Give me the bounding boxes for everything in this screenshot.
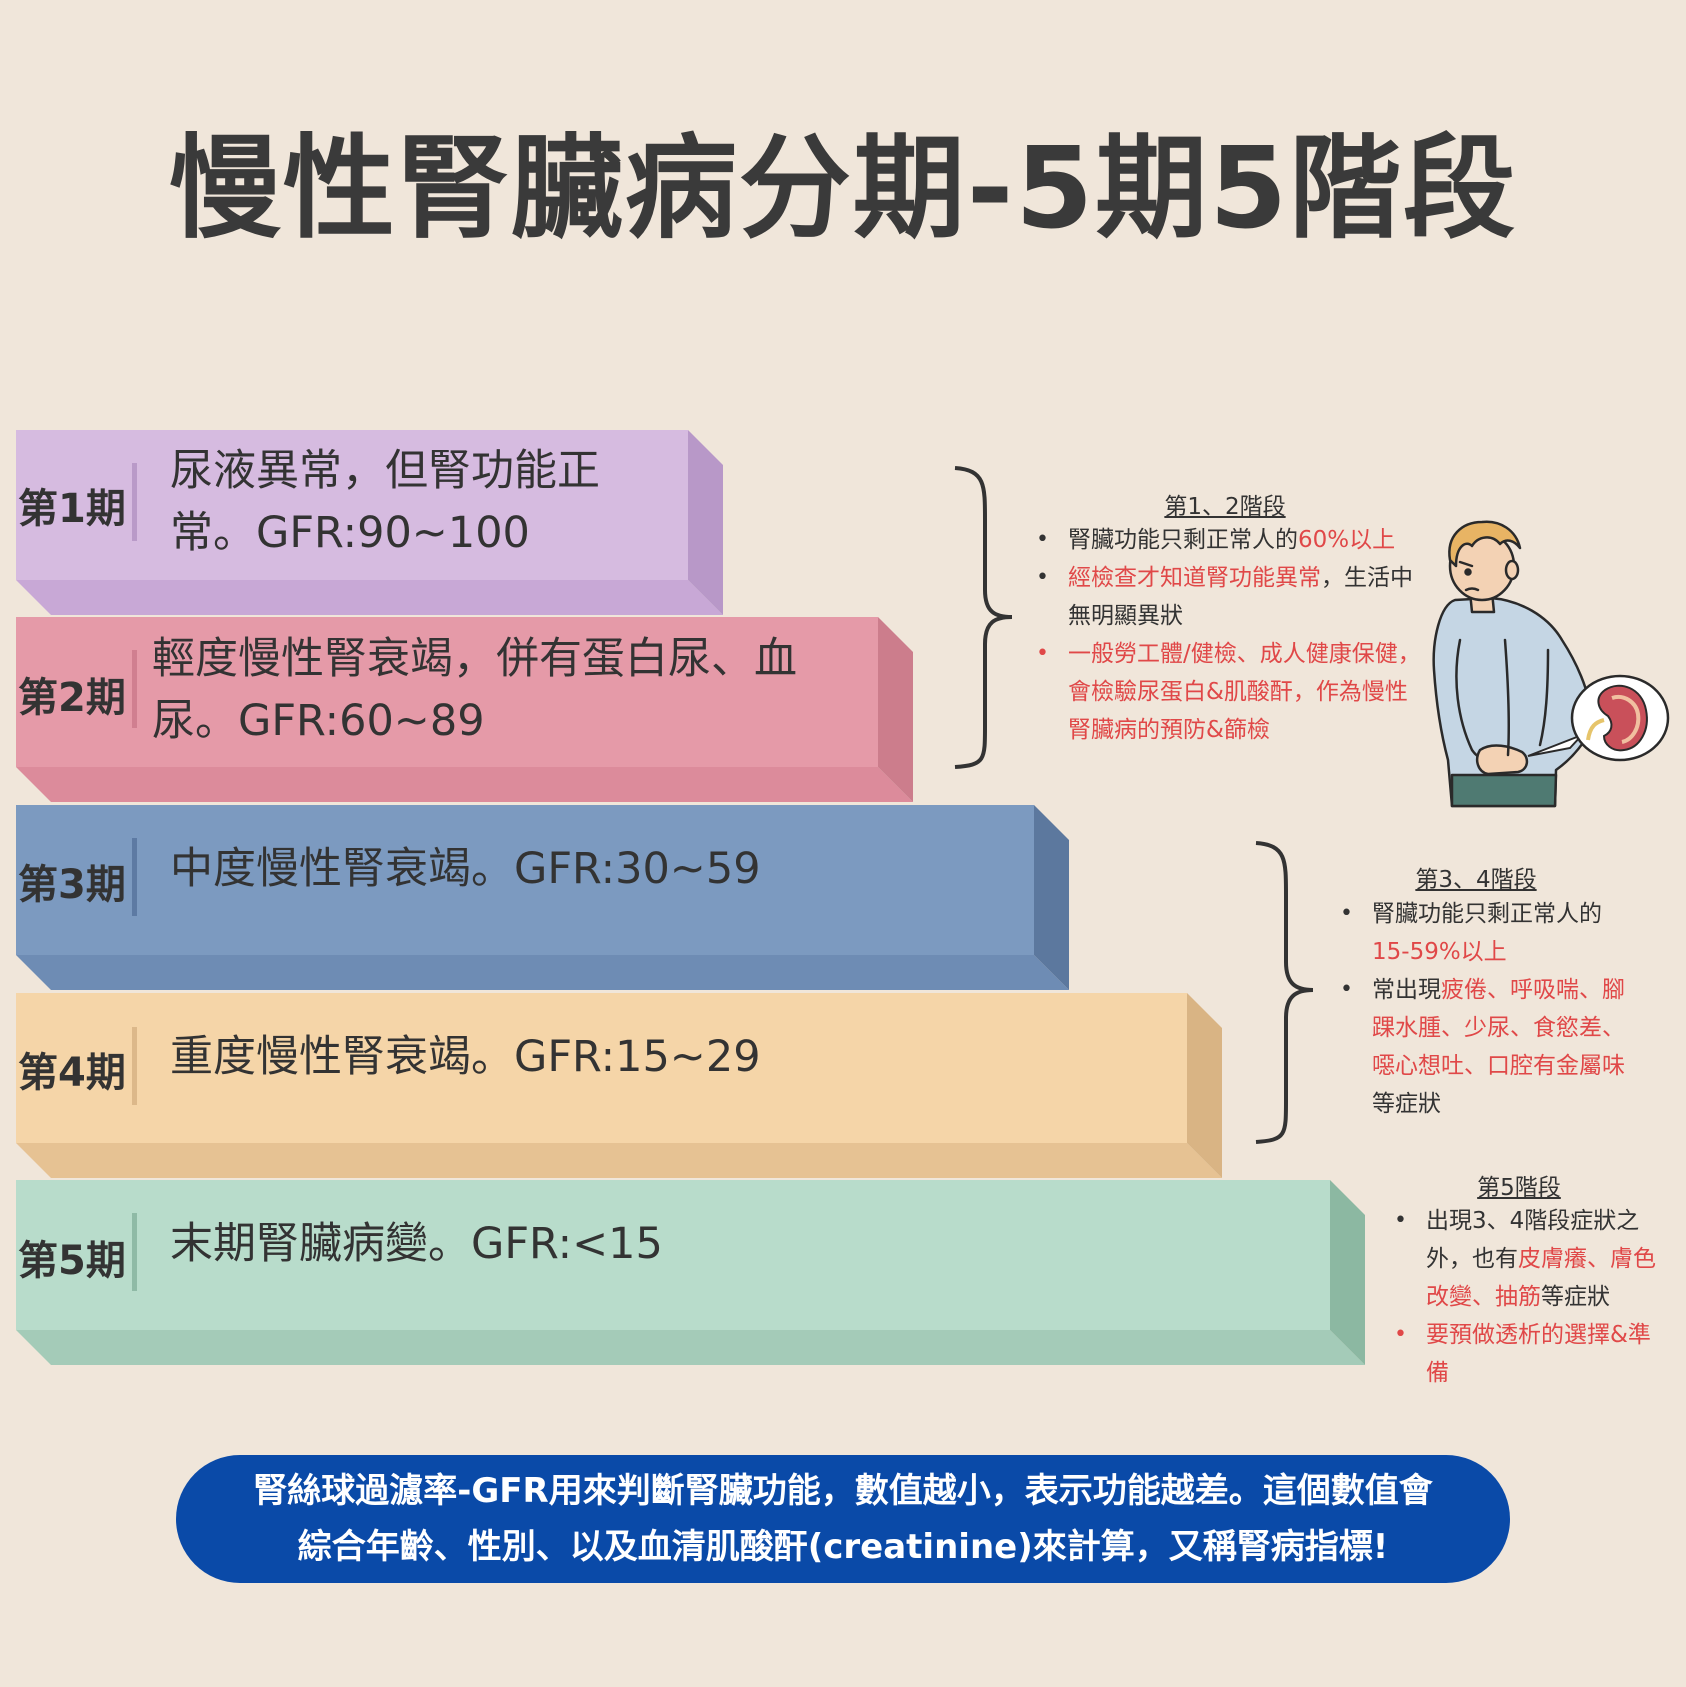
step-2-divider — [132, 650, 137, 728]
person-back-pain-illustration — [1432, 520, 1594, 808]
stage-5-title: 第5階段 — [1477, 1175, 1561, 1201]
step-block-5-front — [16, 1180, 1330, 1330]
step-1-label: 第1期 — [18, 486, 126, 532]
stage-1-2-item-3: 一般勞工體/健檢、成人健康保健，會檢驗尿蛋白&肌酸酐，作為慢性腎臟病的預防&篩檢 — [1032, 635, 1422, 749]
brace-stages-3-4 — [1255, 841, 1314, 1144]
step-block-4-bottom — [16, 1143, 1222, 1178]
stage-1-2-list: 腎臟功能只剩正常人的60%以上 經檢查才知道腎功能異常，生活中無明顯異狀 一般勞… — [1032, 521, 1422, 749]
stage-5-item-2: 要預做透析的選擇&準備 — [1390, 1316, 1660, 1392]
stage-1-2-item-2: 經檢查才知道腎功能異常，生活中無明顯異狀 — [1032, 559, 1422, 635]
step-5-desc: 末期腎臟病變。GFR:<15 — [170, 1219, 663, 1269]
step-block-4-front — [16, 993, 1187, 1143]
step-2-label: 第2期 — [18, 675, 126, 721]
step-block-1-front — [16, 430, 688, 580]
gfr-explanation-banner: 腎絲球過濾率-GFR用來判斷腎臟功能，數值越小，表示功能越差。這個數值會 綜合年… — [176, 1455, 1510, 1583]
step-2-desc: 輕度慢性腎衰竭，併有蛋白尿、血尿。GFR:60~89 — [152, 634, 797, 746]
stage-5-item-1: 出現3、4階段症狀之外，也有皮膚癢、膚色改變、抽筋等症狀 — [1390, 1202, 1660, 1316]
step-block-1 — [16, 430, 723, 615]
step-block-3-front — [16, 805, 1034, 955]
step-5-divider — [132, 1213, 137, 1291]
page-title: 慢性腎臟病分期-5期5階段 — [168, 124, 1518, 254]
step-block-5 — [16, 1180, 1365, 1365]
step-4-label: 第4期 — [18, 1050, 126, 1096]
step-block-3-side — [1034, 805, 1069, 990]
step-block-3-bottom — [16, 955, 1069, 990]
step-4-desc: 重度慢性腎衰竭。GFR:15~29 — [170, 1032, 761, 1082]
step-3-divider — [132, 838, 137, 916]
stage-1-2-title: 第1、2階段 — [1164, 494, 1286, 520]
step-1-divider — [132, 463, 137, 541]
step-block-2-bottom — [16, 767, 913, 802]
step-block-2-front — [16, 617, 878, 767]
step-block-1-bottom — [16, 580, 723, 615]
stage-3-4-list: 腎臟功能只剩正常人的15-59%以上 常出現疲倦、呼吸喘、腳踝水腫、少尿、食慾差… — [1336, 895, 1626, 1123]
step-1-desc: 尿液異常，但腎功能正常。GFR:90~100 — [170, 446, 600, 558]
stage-3-4-item-1: 腎臟功能只剩正常人的15-59%以上 — [1336, 895, 1626, 971]
step-3-label: 第3期 — [18, 862, 126, 908]
step-block-4 — [16, 993, 1222, 1178]
step-3-desc: 中度慢性腎衰竭。GFR:30~59 — [170, 844, 761, 894]
gfr-explanation-line-2: 綜合年齡、性別、以及血清肌酸酐(creatinine)來計算，又稱腎病指標! — [297, 1527, 1389, 1567]
stage-1-2-item-1: 腎臟功能只剩正常人的60%以上 — [1032, 521, 1422, 559]
step-block-3 — [16, 805, 1069, 990]
kidney-callout — [1527, 674, 1670, 762]
step-block-5-side — [1330, 1180, 1365, 1365]
step-5-label: 第5期 — [18, 1238, 126, 1284]
step-block-2-side — [878, 617, 913, 802]
stage-5-list: 出現3、4階段症狀之外，也有皮膚癢、膚色改變、抽筋等症狀 要預做透析的選擇&準備 — [1390, 1202, 1660, 1392]
brace-stages-1-2 — [954, 466, 1013, 769]
step-4-divider — [132, 1027, 137, 1105]
step-block-5-bottom — [16, 1330, 1365, 1365]
stage-3-4-item-2: 常出現疲倦、呼吸喘、腳踝水腫、少尿、食慾差、噁心想吐、口腔有金屬味等症狀 — [1336, 971, 1626, 1123]
step-block-4-side — [1187, 993, 1222, 1178]
kidney-icon — [1586, 684, 1648, 752]
stage-3-4-title: 第3、4階段 — [1415, 867, 1537, 893]
gfr-explanation-line-1: 腎絲球過濾率-GFR用來判斷腎臟功能，數值越小，表示功能越差。這個數值會 — [253, 1471, 1433, 1511]
step-block-2 — [16, 617, 913, 802]
step-block-1-side — [688, 430, 723, 615]
